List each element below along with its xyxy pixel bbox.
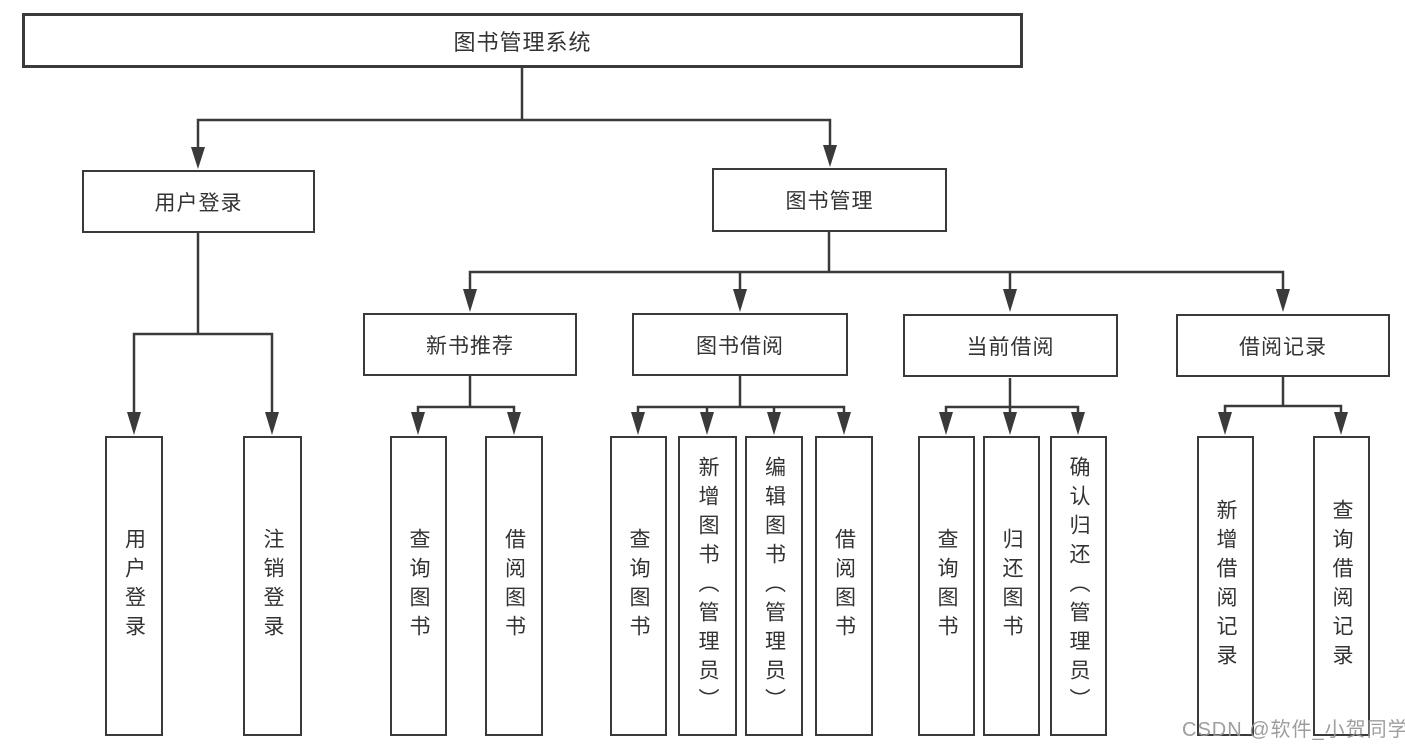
connector-root-branch [196, 118, 832, 150]
node-current-borrow: 当前借阅 [903, 314, 1118, 377]
node-root-system: 图书管理系统 [22, 13, 1023, 68]
leaf-add-borrow-record: 新增借阅记录 [1197, 436, 1254, 736]
leaf-edit-books-admin: 编辑图书（管理员） [745, 436, 803, 736]
leaf-confirm-return-admin: 确认归还（管理员） [1050, 436, 1107, 736]
leaf-borrow-query-books: 查询图书 [610, 436, 667, 736]
connector-user-login-branch [132, 332, 274, 414]
leaf-query-borrow-record: 查询借阅记录 [1313, 436, 1370, 736]
arrow-to-user-login [191, 147, 205, 169]
connector-book-management-branch [468, 270, 1285, 292]
leaf-borrow-books: 借阅图书 [815, 436, 873, 736]
leaf-logout: 注销登录 [243, 436, 302, 736]
node-book-management: 图书管理 [712, 168, 947, 232]
leaf-user-login: 用户登录 [105, 436, 163, 736]
connector-borrow-records-branch [1223, 404, 1343, 414]
csdn-watermark: CSDN @软件_小贺同学 [1182, 719, 1405, 741]
leaf-current-query-books: 查询图书 [918, 436, 975, 736]
leaf-return-books: 归还图书 [983, 436, 1040, 736]
node-user-login: 用户登录 [82, 170, 315, 233]
node-new-book-recommend: 新书推荐 [363, 313, 577, 376]
node-borrow-records: 借阅记录 [1176, 314, 1390, 377]
leaf-recommend-borrow-books: 借阅图书 [485, 436, 543, 736]
leaf-recommend-query-books: 查询图书 [390, 436, 447, 736]
connector-book-borrow-branch [636, 405, 846, 414]
node-book-borrow: 图书借阅 [632, 313, 848, 376]
arrow-to-book-management [823, 145, 837, 167]
leaf-add-books-admin: 新增图书（管理员） [678, 436, 737, 736]
connector-new-book-branch [416, 405, 516, 414]
